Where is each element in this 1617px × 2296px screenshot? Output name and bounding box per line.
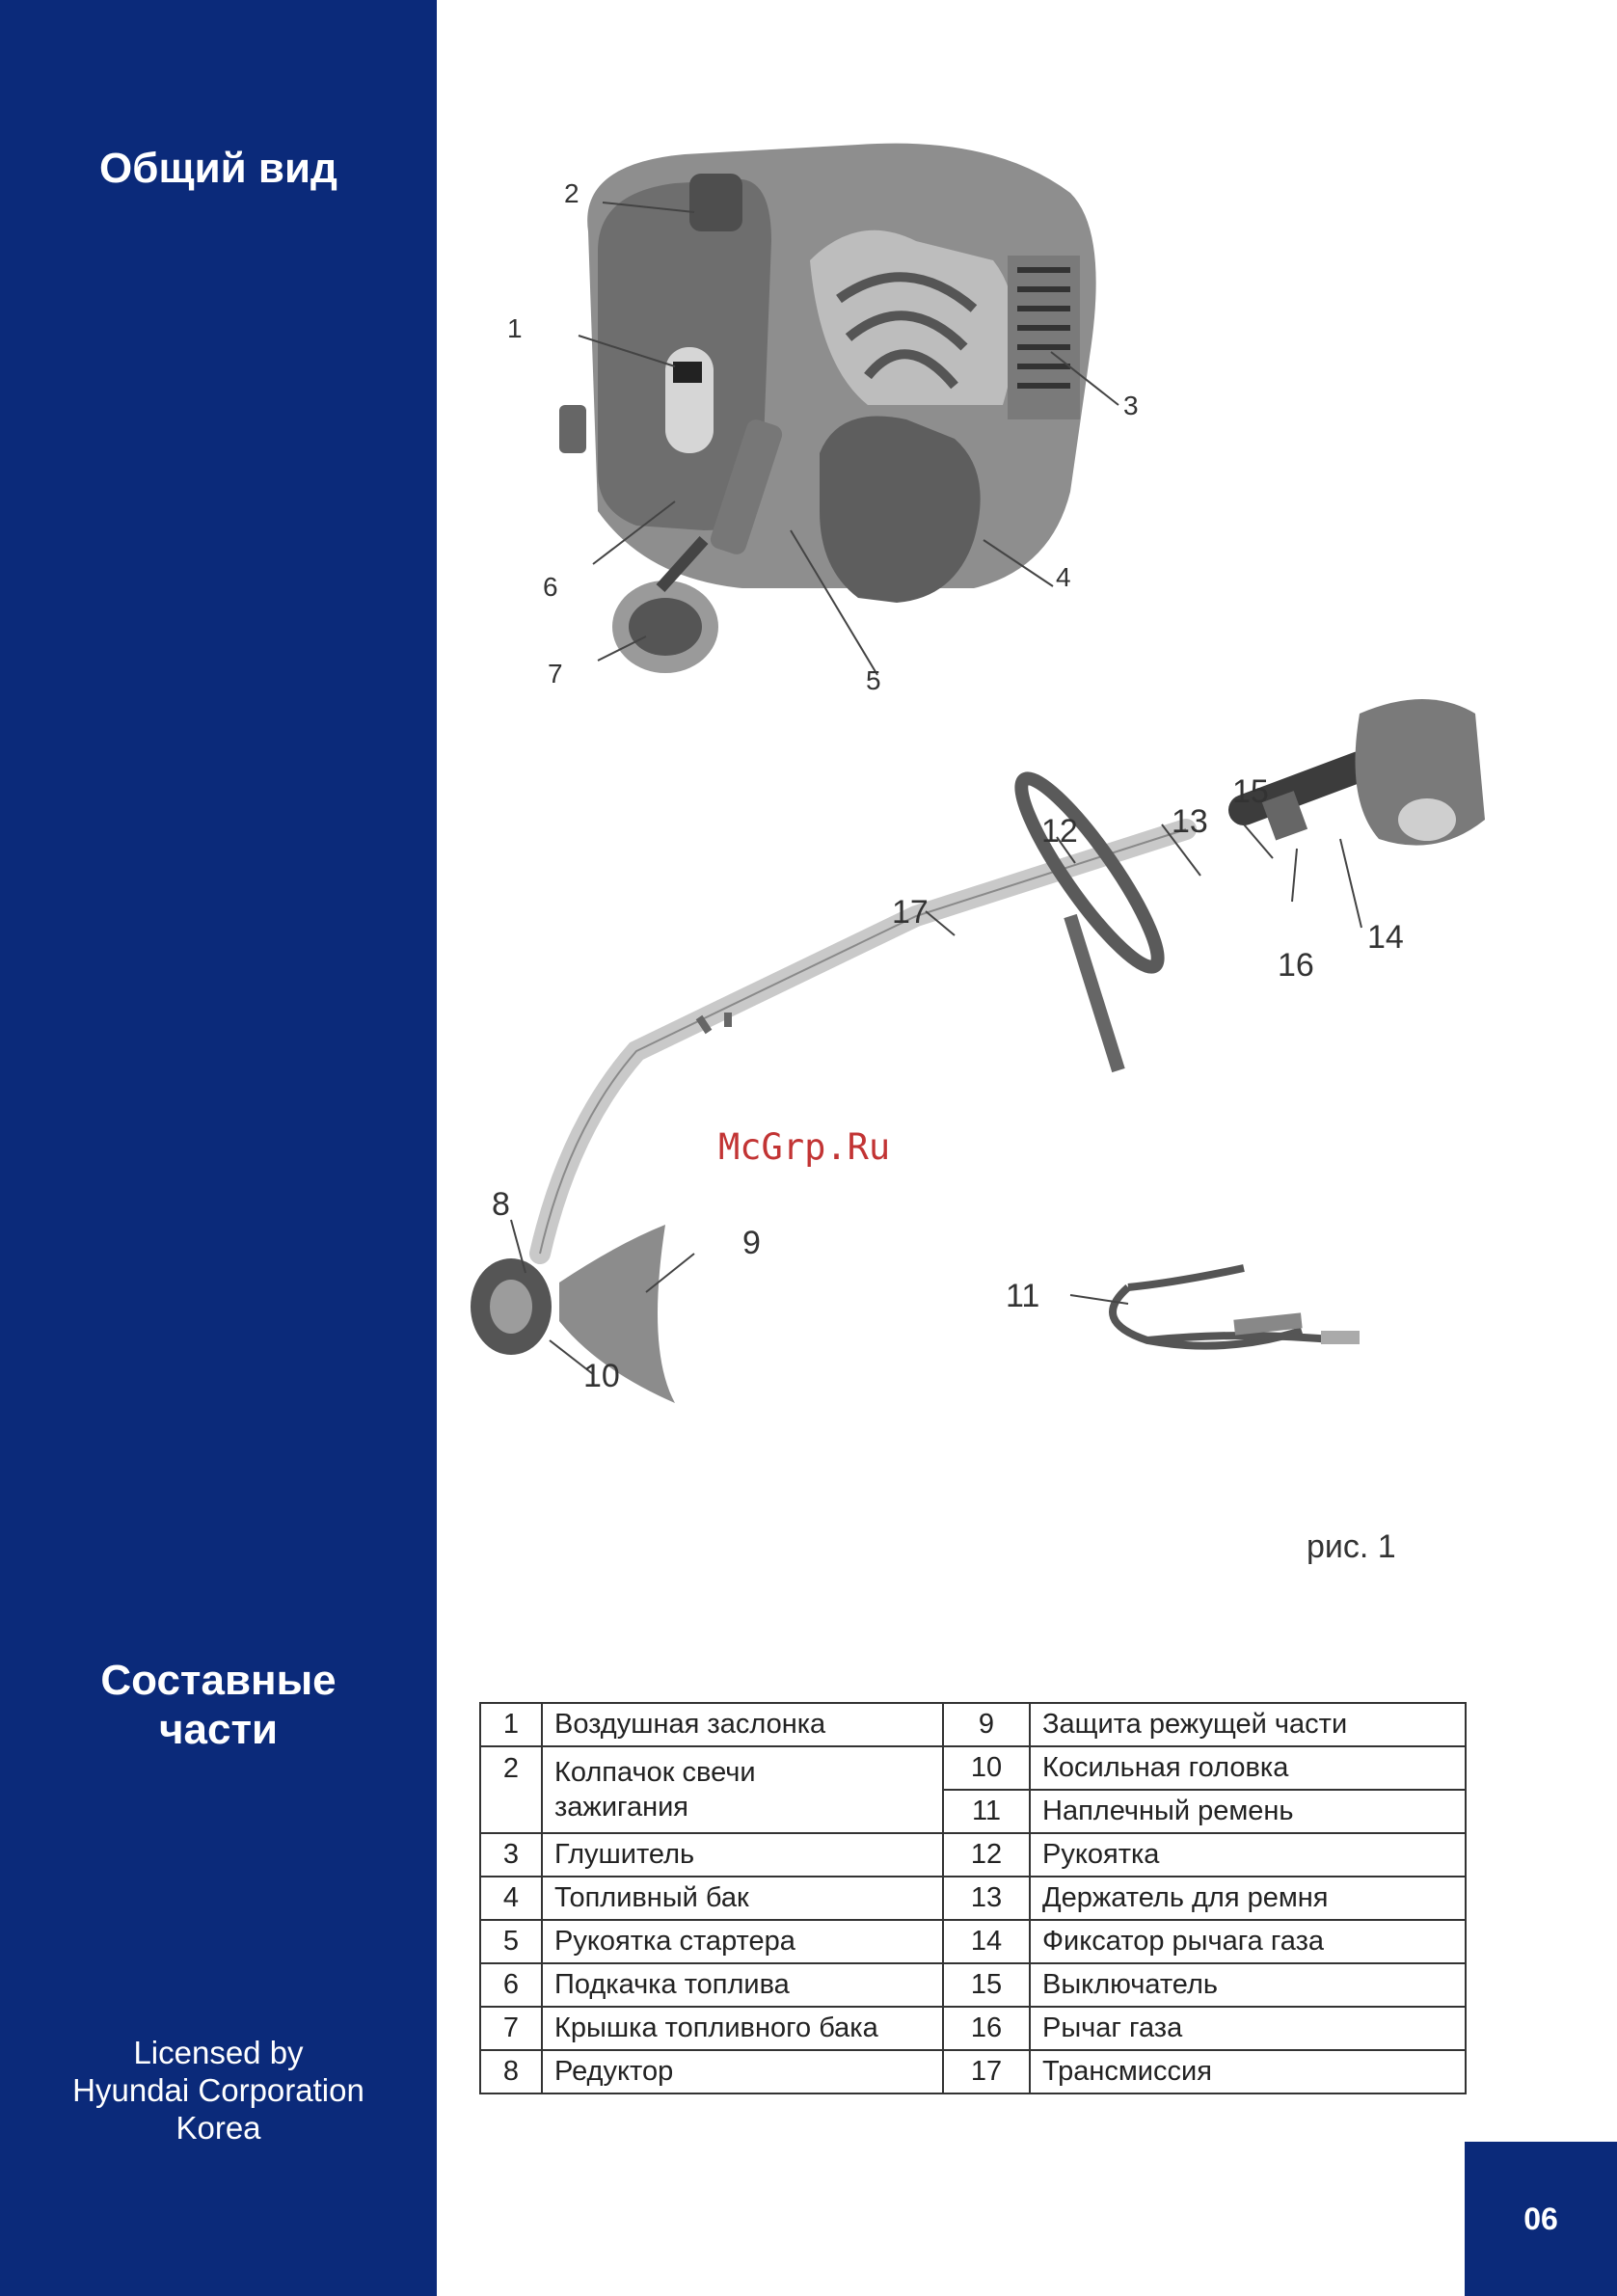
table-row: 11 Наплечный ремень: [480, 1789, 1467, 1834]
engine-closeup-drawing: [559, 143, 1096, 673]
part-name: Крышка топливного бака: [541, 2006, 944, 2051]
part-name: Держатель для ремня: [1029, 1876, 1467, 1921]
page-number: 06: [1523, 2201, 1558, 2236]
parts-table: 1 Воздушная заслонка 9 Защита режущей ча…: [479, 1702, 1467, 2094]
section-title-parts-line1: Составные: [100, 1657, 337, 1704]
part-name: Фиксатор рычага газа: [1029, 1919, 1467, 1964]
page-number-tab: 06: [1465, 2142, 1617, 2296]
callout-1: 1: [507, 313, 523, 343]
part-number: 8: [479, 2049, 543, 2094]
part-name: Редуктор: [541, 2049, 944, 2094]
sidebar: Общий вид Составные части Licensed by Hy…: [0, 0, 437, 2296]
callout-7: 7: [548, 659, 563, 689]
part-number: 4: [479, 1876, 543, 1921]
trimmer-full-drawing: [471, 699, 1485, 1403]
part-number: 7: [479, 2006, 543, 2051]
callout-11: 11: [1006, 1278, 1039, 1314]
part-number: 3: [479, 1832, 543, 1877]
part-name: Выключатель: [1029, 1962, 1467, 2008]
license-notice: Licensed by Hyundai Corporation Korea: [19, 2035, 418, 2147]
callout-14: 14: [1367, 919, 1404, 956]
callout-15: 15: [1232, 773, 1269, 810]
part-number: 1: [479, 1702, 543, 1747]
license-line: Korea: [175, 2109, 261, 2146]
part-name: Подкачка топлива: [541, 1962, 944, 2008]
part-name: Колпачок свечи зажигания: [541, 1745, 944, 1834]
license-line: Hyundai Corporation: [72, 2071, 364, 2108]
part-number: 9: [942, 1702, 1031, 1747]
part-name: Рукоятка: [1029, 1832, 1467, 1877]
callout-13: 13: [1172, 803, 1208, 840]
part-number: 12: [942, 1832, 1031, 1877]
part-name: Глушитель: [541, 1832, 944, 1877]
part-name: Наплечный ремень: [1029, 1789, 1467, 1834]
part-number: 14: [942, 1919, 1031, 1964]
table-row: 5 Рукоятка стартера 14 Фиксатор рычага г…: [479, 1919, 1467, 1964]
callout-6: 6: [543, 572, 558, 602]
part-name-line: Колпачок свечи: [554, 1756, 756, 1788]
section-title-general-view: Общий вид: [99, 145, 337, 192]
part-name: Рукоятка стартера: [541, 1919, 944, 1964]
callout-3: 3: [1123, 391, 1139, 420]
callout-2: 2: [564, 178, 579, 208]
part-name: Косильная головка: [1029, 1745, 1467, 1791]
part-number: 17: [942, 2049, 1031, 2094]
part-name: Воздушная заслонка: [541, 1702, 944, 1747]
trimmer-illustration: 1 2 3 4 5 6 7: [471, 143, 1485, 1403]
callout-5: 5: [866, 665, 881, 695]
part-number: 6: [479, 1962, 543, 2008]
part-number: 2: [479, 1745, 543, 1834]
callout-4: 4: [1056, 562, 1071, 592]
part-name: Защита режущей части: [1029, 1702, 1467, 1747]
callout-16: 16: [1278, 947, 1314, 984]
table-row: 6 Подкачка топлива 15 Выключатель: [479, 1962, 1467, 2008]
part-name: Трансмиссия: [1029, 2049, 1467, 2094]
license-line: Licensed by: [133, 2035, 304, 2070]
part-number: 11: [942, 1789, 1031, 1834]
section-title-parts: Составные части: [39, 1657, 398, 1754]
part-number: 5: [479, 1919, 543, 1964]
part-number: 13: [942, 1876, 1031, 1921]
table-row: 3 Глушитель 12 Рукоятка: [479, 1832, 1467, 1877]
callout-10: 10: [583, 1358, 620, 1394]
watermark: McGrp.Ru: [718, 1126, 891, 1168]
part-name: Рычаг газа: [1029, 2006, 1467, 2051]
callout-8: 8: [492, 1186, 510, 1223]
part-number: 16: [942, 2006, 1031, 2051]
table-row: 7 Крышка топливного бака 16 Рычаг газа: [479, 2006, 1467, 2051]
table-row: 2 Колпачок свечи зажигания 10 Косильная …: [479, 1745, 1467, 1834]
callout-12: 12: [1041, 813, 1078, 850]
callout-9: 9: [742, 1225, 761, 1261]
part-number: 15: [942, 1962, 1031, 2008]
callout-17: 17: [892, 894, 929, 931]
section-title-parts-line2: части: [158, 1705, 279, 1753]
part-name: Топливный бак: [541, 1876, 944, 1921]
table-row: 1 Воздушная заслонка 9 Защита режущей ча…: [479, 1702, 1467, 1747]
part-number: 10: [942, 1745, 1031, 1791]
table-row: 4 Топливный бак 13 Держатель для ремня: [479, 1876, 1467, 1921]
figure-caption: рис. 1: [1307, 1528, 1396, 1565]
table-row: 8 Редуктор 17 Трансмиссия: [479, 2049, 1467, 2094]
part-name-line: зажигания: [554, 1792, 689, 1823]
